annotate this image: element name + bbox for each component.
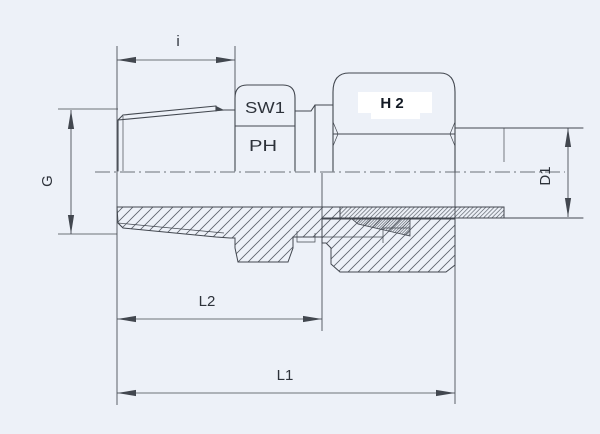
dim-label-l2: L2 [199, 293, 216, 310]
dim-label-g: G [39, 175, 56, 187]
dimension-l2: L2 [117, 173, 323, 331]
outline-view [58, 72, 584, 219]
neck-collar [294, 104, 334, 172]
nut-outline [332, 72, 456, 172]
nut-label-patch: H 2 [358, 92, 432, 119]
dimension-l1: L1 [117, 92, 456, 404]
cutting-ring-section [350, 218, 411, 237]
section-view [116, 206, 505, 273]
tapered-thread [117, 105, 236, 172]
label-ph: PH [249, 138, 277, 155]
dimension-g: G [39, 110, 117, 235]
label-sw1: SW1 [245, 100, 285, 117]
tube-section [339, 206, 505, 219]
dimension-i: i [116, 33, 236, 405]
label-h2: H 2 [380, 95, 403, 112]
dim-label-l1: L1 [277, 367, 294, 384]
hex-body [234, 84, 296, 172]
tube-outline [454, 127, 584, 219]
dimension-d1: D1 [537, 128, 572, 217]
thread-root-lower [117, 222, 225, 234]
nut-internal-lines [296, 227, 410, 243]
dim-label-i: i [176, 33, 179, 50]
body-section [116, 206, 341, 263]
dim-label-d1: D1 [537, 166, 554, 185]
